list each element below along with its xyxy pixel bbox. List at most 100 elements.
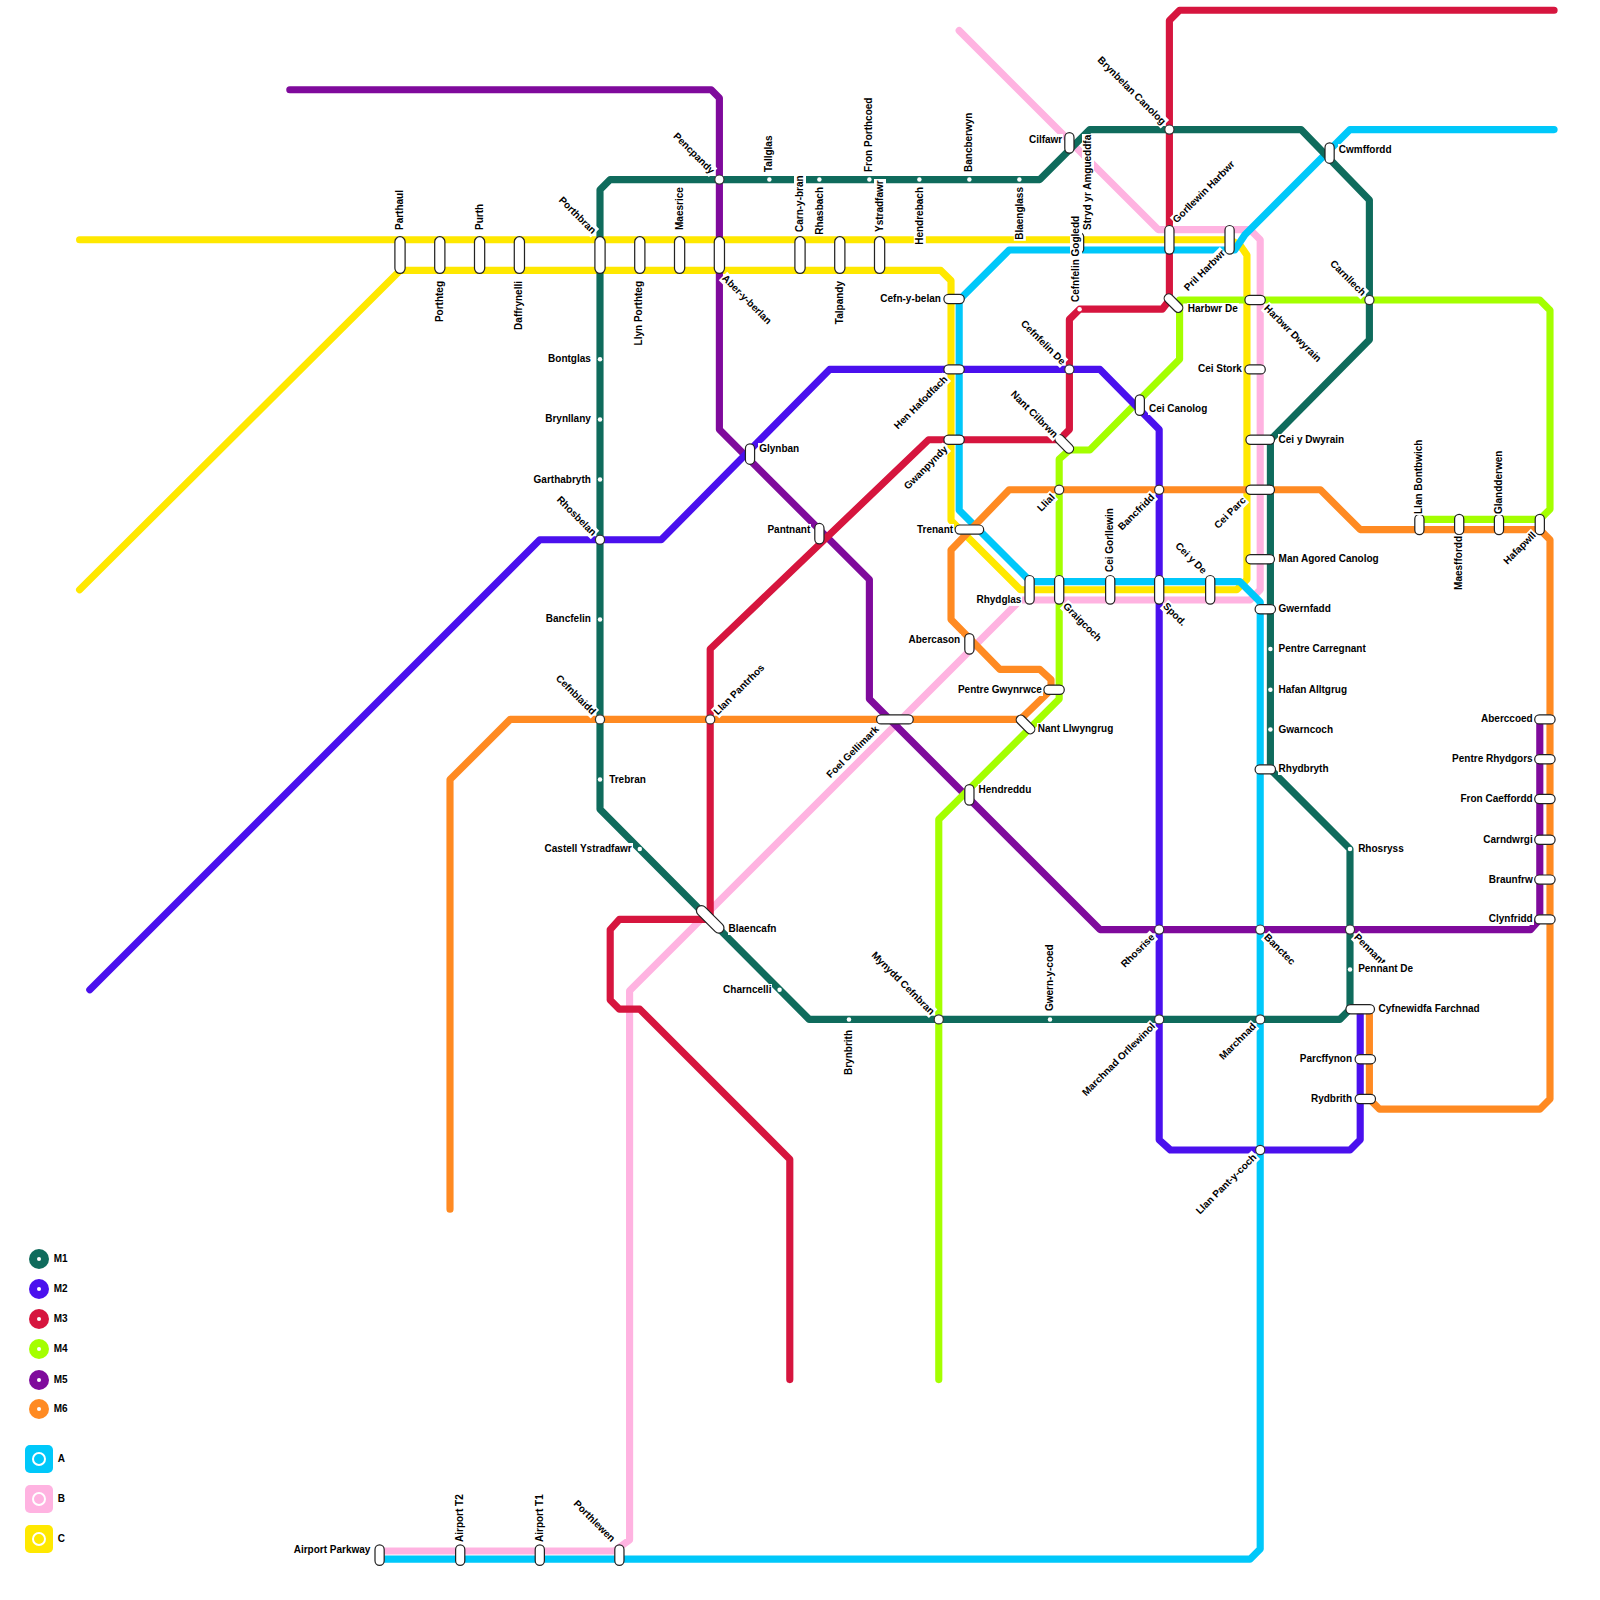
station-label: Hafan Alltgrug	[1278, 684, 1349, 696]
station-label: Braunfrw	[1488, 874, 1534, 886]
legend-label: M5	[53, 1374, 69, 1386]
station-pill	[795, 237, 805, 274]
station-label: Hen Hafodfach	[891, 372, 951, 432]
station-pill	[1014, 713, 1036, 735]
interchange-circle	[1256, 1145, 1265, 1154]
interchange-circle	[1065, 365, 1074, 374]
station-pill	[635, 237, 645, 274]
station-label: Rhosryss	[1357, 843, 1405, 855]
legend-swatch	[25, 1485, 53, 1513]
interchange-circle	[1345, 925, 1354, 934]
legend-swatch	[29, 1339, 49, 1359]
station-label: Cyfnewidfa Farchnad	[1378, 1003, 1481, 1015]
station-pill	[1325, 143, 1334, 163]
station-label: Pennant De	[1357, 963, 1414, 975]
station-pill	[1245, 365, 1265, 374]
station-label: Brynbelan Canolog	[1094, 54, 1169, 129]
station-label: Llan Pant-y-coch	[1192, 1151, 1259, 1218]
station-label: Banctec	[1261, 930, 1298, 967]
station-label: Stryd yr Amgueddfa	[1082, 133, 1094, 230]
station-pill	[395, 237, 405, 274]
station-label: Trebran	[608, 774, 647, 786]
station-label: Gwern-y-coed	[1044, 944, 1056, 1013]
legend-label: A	[57, 1453, 66, 1465]
station-pill	[1246, 485, 1275, 494]
station-label: Garthabryth	[533, 474, 592, 486]
station-label: Hafapwll	[1500, 528, 1539, 567]
station-label: Cei Stork	[1197, 363, 1243, 375]
station-pill	[1535, 875, 1555, 884]
legend-swatch	[25, 1525, 53, 1553]
interchange-circle	[706, 715, 715, 724]
station-label: Cefn-y-belan	[879, 293, 942, 305]
legend-label: M4	[53, 1343, 69, 1355]
interchange-circle	[1256, 1015, 1265, 1024]
station-label: Harbwr De	[1187, 303, 1239, 315]
station-label: Llial	[1034, 491, 1058, 515]
station-label: Brynbrith	[843, 1029, 855, 1076]
station-pill	[694, 904, 726, 936]
station-dot	[598, 357, 602, 361]
station-label: Marchnad	[1216, 1020, 1259, 1063]
interchange-circle	[1155, 1015, 1164, 1024]
station-label: Bancberwyn	[963, 112, 975, 173]
station-pill	[1355, 1055, 1375, 1064]
station-pill	[745, 444, 754, 464]
station-label: Fron Caeffordd	[1459, 793, 1533, 805]
station-label: Pencpandy	[670, 130, 718, 178]
station-pill	[1535, 794, 1555, 803]
legend-swatch	[29, 1249, 49, 1269]
station-dot	[847, 1017, 851, 1021]
station-dot	[1077, 307, 1081, 311]
station-label: Maesrice	[674, 186, 686, 231]
interchange-circle	[1165, 125, 1174, 134]
legend-label: M1	[53, 1253, 69, 1265]
station-label: Pentre Carregnant	[1278, 643, 1367, 655]
station-label: Gwarncoch	[1278, 724, 1334, 736]
station-dot	[967, 177, 971, 181]
station-label: Foel Gellimark	[823, 722, 882, 781]
station-label: Maesffordd	[1453, 535, 1465, 591]
station-pill	[1255, 765, 1275, 774]
station-pill	[456, 1545, 465, 1565]
station-label: Harbwr Dwyrain	[1261, 302, 1325, 366]
station-label: Carndwrgi	[1482, 834, 1533, 846]
station-dot	[767, 177, 771, 181]
station-label: Llan Bontbwich	[1413, 439, 1425, 515]
station-label: Nant Llwyngrug	[1037, 723, 1115, 735]
station-dot	[598, 617, 602, 621]
station-label: Porthlewen	[571, 1497, 619, 1545]
station-label: Pantnant	[766, 524, 811, 536]
station-pill	[1535, 915, 1555, 924]
station-label: Pril Harbwr	[1181, 247, 1229, 295]
station-label: Hendrebach	[913, 186, 925, 246]
station-pill	[944, 294, 964, 303]
station-dot	[1348, 967, 1352, 971]
station-dot	[598, 477, 602, 481]
station-label: Spod.	[1160, 600, 1190, 630]
station-label: Rhasbach	[813, 186, 825, 236]
line-b	[380, 31, 1261, 1551]
station-label: Bontglas	[547, 353, 592, 365]
station-pill	[514, 237, 524, 274]
station-label: Brynllany	[544, 413, 592, 425]
station-label: Rhydbryth	[1278, 763, 1330, 775]
station-pill	[1055, 576, 1064, 605]
station-pill	[674, 237, 684, 274]
legend-swatch	[29, 1370, 49, 1390]
station-pill	[965, 785, 974, 805]
station-pill	[1155, 576, 1164, 605]
station-pill	[1246, 555, 1275, 564]
interchange-circle	[715, 175, 724, 184]
station-label: Gwanpyndy	[901, 443, 951, 493]
station-pill	[944, 365, 964, 374]
station-dot	[1268, 647, 1272, 651]
station-pill	[474, 237, 484, 274]
legend-swatch	[29, 1309, 49, 1329]
legend-swatch	[25, 1445, 53, 1473]
station-pill	[595, 237, 605, 274]
station-label: Clynfridd	[1488, 913, 1534, 925]
station-pill	[1346, 1005, 1375, 1014]
station-label: Cefnfelin De	[1017, 317, 1068, 368]
